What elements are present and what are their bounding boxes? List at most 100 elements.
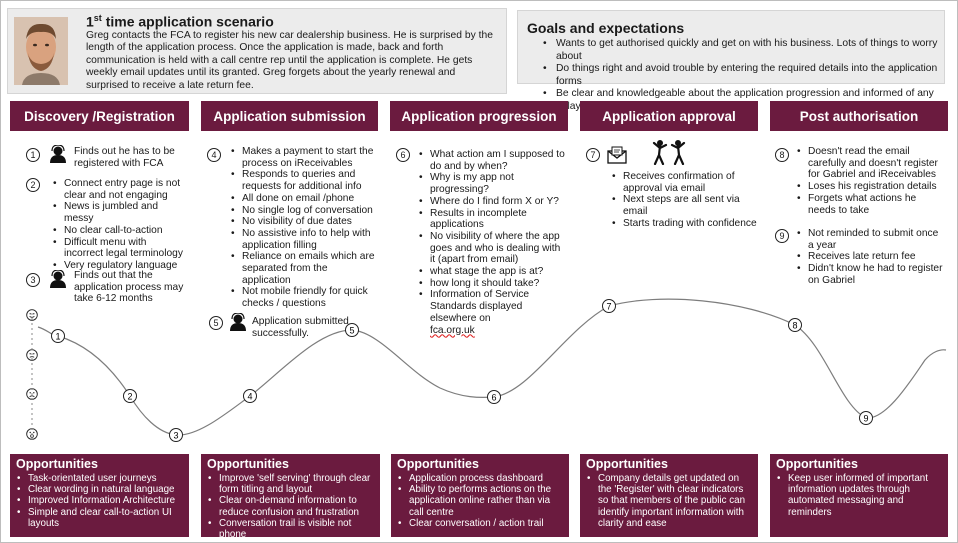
opportunities-list: Improve 'self serving' through clear for… <box>207 473 379 540</box>
list-item: What action am I supposed to do and by w… <box>418 149 568 172</box>
person-headset-icon <box>50 145 66 163</box>
curve-point-label: 7 <box>606 302 611 312</box>
list-item: what stage the app is at? <box>418 266 568 278</box>
step-number: 1 <box>26 148 40 162</box>
list-item: Clear on-demand information to reduce co… <box>207 495 379 517</box>
stage-header-discovery: Discovery /Registration <box>10 101 189 131</box>
fca-link[interactable]: fca.org.uk <box>430 324 475 336</box>
step-number: 4 <box>207 148 221 162</box>
curve-point: 9 <box>859 411 873 425</box>
list-item: Difficult menu with incorrect legal term… <box>52 237 186 260</box>
step-number: 2 <box>26 178 40 192</box>
opportunities-title: Opportunities <box>397 457 479 471</box>
list-item: No visibility of where the app goes and … <box>418 231 568 266</box>
list-item: Information of Service Standards display… <box>418 289 568 336</box>
list-item: Not reminded to submit once a year <box>796 228 946 251</box>
list-item: Why is my app not progressing? <box>418 172 568 195</box>
opportunities-list: Keep user informed of important informat… <box>776 473 944 518</box>
list-item: Ability to performs actions on the appli… <box>397 484 565 518</box>
persona-panel <box>7 8 507 94</box>
curve-point: 7 <box>602 299 616 313</box>
list-item: Clear wording in natural language <box>16 484 184 495</box>
stage-header-post-authorisation: Post authorisation <box>770 101 948 131</box>
list-item: Improve 'self serving' through clear for… <box>207 473 379 495</box>
list-item: Task-orientated user journeys <box>16 473 184 484</box>
list-item: All done on email /phone <box>230 193 378 205</box>
list-item: Starts trading with confidence <box>611 218 757 230</box>
list-item: how long it should take? <box>418 278 568 290</box>
list-item: Didn't know he had to register on Gabrie… <box>796 263 946 286</box>
list-item: Keep user informed of important informat… <box>776 473 944 518</box>
step-number: 5 <box>209 316 223 330</box>
curve-point: 2 <box>123 389 137 403</box>
opportunities-list: Task-orientated user journeys Clear word… <box>16 473 184 529</box>
stage-header-approval: Application approval <box>580 101 758 131</box>
step-number: 9 <box>775 229 789 243</box>
curve-point-label: 2 <box>127 392 132 402</box>
curve-point-label: 1 <box>55 332 60 342</box>
list-item: Loses his registration details <box>796 181 946 193</box>
step-number: 8 <box>775 148 789 162</box>
step-5-text: Application submitted successfully. <box>252 316 349 339</box>
opportunities-box-discovery: Opportunities Task-orientated user journ… <box>10 454 189 537</box>
journey-curve-line <box>37 298 947 436</box>
opportunities-title: Opportunities <box>776 457 858 471</box>
list-item: No assistive info to help with applicati… <box>230 228 378 251</box>
goals-title: Goals and expectations <box>527 20 685 36</box>
list-item: Doesn't read the email carefully and doe… <box>796 146 946 181</box>
opportunities-list: Company details get updated on the 'Regi… <box>586 473 754 529</box>
list-item: Not mobile friendly for quick checks / q… <box>230 286 378 309</box>
step-7-list: Receives confirmation of approval via em… <box>611 171 757 230</box>
opportunities-list: Application process dashboard Ability to… <box>397 473 565 529</box>
step-number: 6 <box>396 148 410 162</box>
step-9-list: Not reminded to submit once a year Recei… <box>796 228 946 287</box>
stage-header-submission: Application submission <box>201 101 378 131</box>
list-item: No visibility of due dates <box>230 216 378 228</box>
step-number: 7 <box>586 148 600 162</box>
goal-item: Be clear and knowledgeable about the app… <box>540 88 958 113</box>
list-item: Company details get updated on the 'Regi… <box>586 473 754 529</box>
list-item: Simple and clear call-to-action UI layou… <box>16 507 184 529</box>
curve-point-label: 9 <box>863 414 868 424</box>
step-1-text: Finds out he has to be registered with F… <box>74 146 175 169</box>
step-2-list: Connect entry page is not clear and not … <box>52 178 186 272</box>
list-item: Improved Information Architecture <box>16 495 184 506</box>
list-item: Receives late return fee <box>796 251 946 263</box>
curve-point: 8 <box>788 318 802 332</box>
step-3-text: Finds out that the application process m… <box>74 270 184 305</box>
curve-points: 1 2 3 4 5 6 7 8 9 <box>51 299 873 442</box>
list-item: Receives confirmation of approval via em… <box>611 171 757 194</box>
stage-header-progression: Application progression <box>390 101 568 131</box>
list-item: Conversation trail is visible not phone <box>207 518 379 540</box>
opportunities-box-post-authorisation: Opportunities Keep user informed of impo… <box>770 454 948 537</box>
list-item: Connect entry page is not clear and not … <box>52 178 186 201</box>
envelope-icon <box>607 146 627 164</box>
list-item: No single log of conversation <box>230 205 378 217</box>
list-item: No clear call-to-action <box>52 225 186 237</box>
list-item: Makes a payment to start the process on … <box>230 146 378 169</box>
list-item: Clear conversation / action trail <box>397 518 565 529</box>
list-item: Forgets what actions he needs to take <box>796 193 946 216</box>
curve-point: 4 <box>243 389 257 403</box>
celebrating-people-icon <box>652 140 686 165</box>
curve-point: 6 <box>487 390 501 404</box>
persona-description: Greg contacts the FCA to register his ne… <box>86 30 493 91</box>
list-item: News is jumbled and messy <box>52 201 186 224</box>
step-number: 3 <box>26 273 40 287</box>
curve-point-label: 6 <box>491 393 496 403</box>
list-item: Responds to queries and requests for add… <box>230 169 378 192</box>
goals-list: Wants to get authorised quickly and get … <box>540 38 958 114</box>
curve-point-label: 4 <box>247 392 252 402</box>
opportunities-box-submission: Opportunities Improve 'self serving' thr… <box>201 454 380 540</box>
list-item: Where do I find form X or Y? <box>418 196 568 208</box>
goal-item: Do things right and avoid trouble by ent… <box>540 63 958 88</box>
persona-photo <box>14 17 68 85</box>
opportunities-title: Opportunities <box>207 457 289 471</box>
opportunities-box-progression: Opportunities Application process dashbo… <box>391 454 569 537</box>
list-item: Application process dashboard <box>397 473 565 484</box>
list-item: Next steps are all sent via email <box>611 194 757 217</box>
list-item: Results in incomplete applications <box>418 208 568 231</box>
list-item: Reliance on emails which are separated f… <box>230 251 378 286</box>
opportunities-title: Opportunities <box>16 457 98 471</box>
